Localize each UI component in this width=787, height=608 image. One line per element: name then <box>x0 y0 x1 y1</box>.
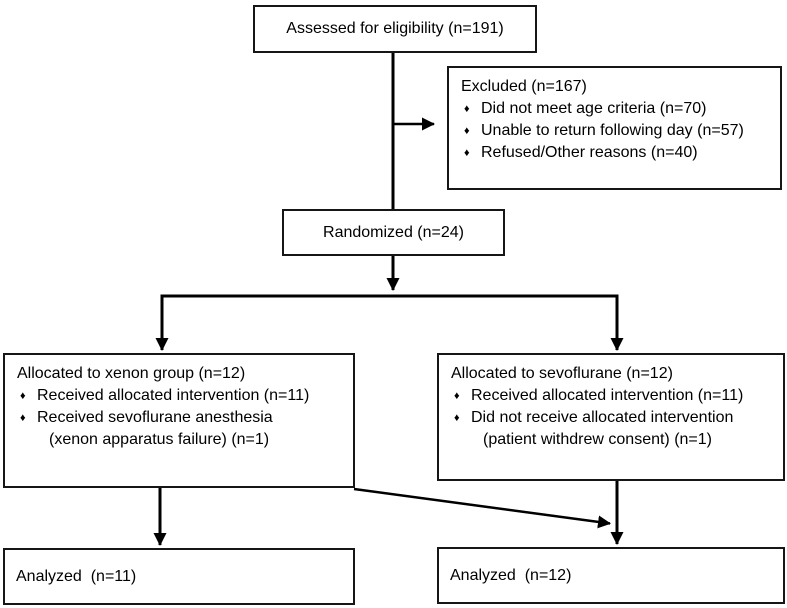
allocated-xenon-bullet-sevo-continuation: (xenon apparatus failure) (n=1) <box>49 431 270 448</box>
excluded-bullet-return-label: Unable to return following day (n=57) <box>481 122 744 139</box>
arrow-crossover-xenon-to-sevoflurane-analyzed <box>353 487 611 529</box>
diamond-bullet-icon: ♦ <box>454 412 460 424</box>
diamond-bullet-icon: ♦ <box>464 147 470 159</box>
allocated-sevo-bullet-received: ♦ Received allocated intervention (n=11) <box>451 385 777 407</box>
box-analyzed-xenon: Analyzed (n=11) <box>3 548 355 605</box>
diamond-bullet-icon: ♦ <box>464 125 470 137</box>
allocated-sevo-bullet-received-label: Received allocated intervention (n=11) <box>471 387 744 404</box>
diamond-bullet-icon: ♦ <box>20 390 26 402</box>
allocated-xenon-title: Allocated to xenon group (n=12) <box>17 365 246 382</box>
allocated-xenon-bullet-sevo: ♦ Received sevoflurane anesthesia <box>17 407 347 429</box>
excluded-bullet-return: ♦ Unable to return following day (n=57) <box>461 120 774 142</box>
analyzed-xenon-label: Analyzed (n=11) <box>16 567 137 585</box>
allocated-sevo-bullet-notreceived: ♦ Did not receive allocated intervention <box>451 407 777 429</box>
allocated-xenon-bullet-sevo-label: Received sevoflurane anesthesia <box>37 409 273 426</box>
excluded-bullet-age-label: Did not meet age criteria (n=70) <box>481 100 707 117</box>
analyzed-sevo-label: Analyzed (n=12) <box>450 566 572 584</box>
allocated-sevo-bullet-notreceived-continuation: (patient withdrew consent) (n=1) <box>483 431 712 448</box>
allocated-sevo-title: Allocated to sevoflurane (n=12) <box>451 365 673 382</box>
excluded-bullet-age: ♦ Did not meet age criteria (n=70) <box>461 98 774 120</box>
allocated-sevo-bullet-notreceived-label: Did not receive allocated intervention <box>471 409 734 426</box>
excluded-bullet-refused-label: Refused/Other reasons (n=40) <box>481 144 698 161</box>
box-allocated-sevoflurane: Allocated to sevoflurane (n=12) ♦ Receiv… <box>437 353 785 481</box>
excluded-bullet-refused: ♦ Refused/Other reasons (n=40) <box>461 142 774 164</box>
excluded-title: Excluded (n=167) <box>461 78 587 95</box>
box-analyzed-sevoflurane: Analyzed (n=12) <box>437 547 785 604</box>
box-assessed-for-eligibility: Assessed for eligibility (n=191) <box>253 5 537 53</box>
diamond-bullet-icon: ♦ <box>20 412 26 424</box>
diamond-bullet-icon: ♦ <box>464 103 470 115</box>
assessed-label: Assessed for eligibility (n=191) <box>286 20 504 37</box>
box-allocated-xenon: Allocated to xenon group (n=12) ♦ Receiv… <box>3 353 355 488</box>
box-excluded: Excluded (n=167) ♦ Did not meet age crit… <box>447 66 782 190</box>
allocated-xenon-bullet-received-label: Received allocated intervention (n=11) <box>37 387 310 404</box>
diamond-bullet-icon: ♦ <box>454 390 460 402</box>
box-randomized: Randomized (n=24) <box>282 209 505 256</box>
randomized-label: Randomized (n=24) <box>323 223 464 241</box>
allocated-xenon-bullet-received: ♦ Received allocated intervention (n=11) <box>17 385 347 407</box>
